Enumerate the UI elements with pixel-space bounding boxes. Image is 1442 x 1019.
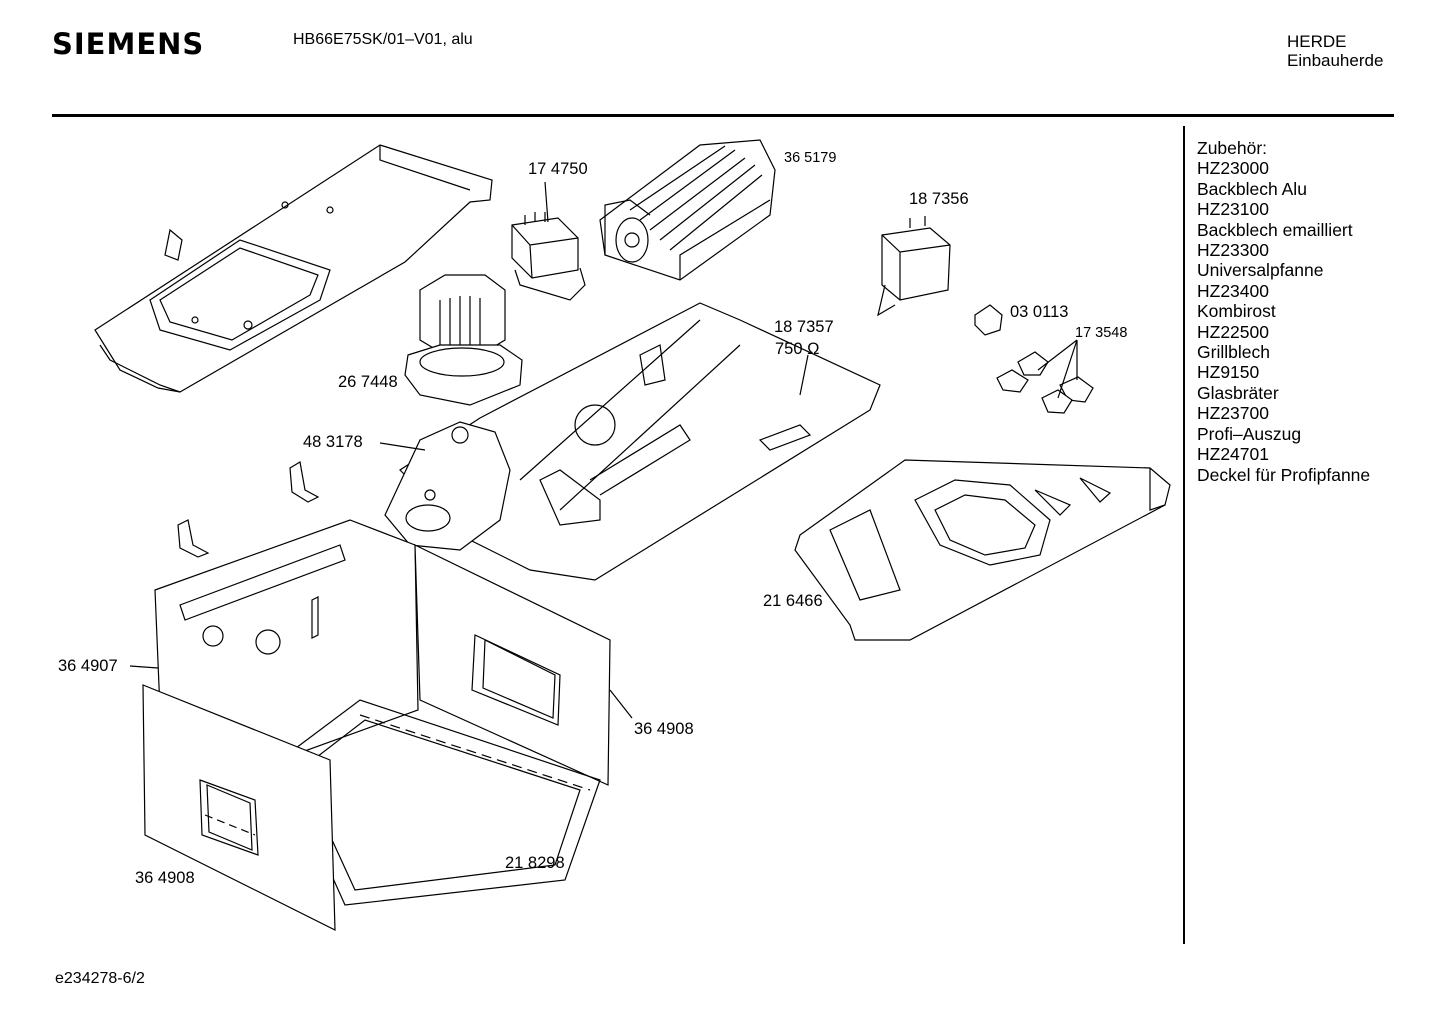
fan-housing-drawing [384,421,511,551]
part-number-216466: 21 6466 [763,592,823,610]
header-divider [52,114,1394,117]
document-id: e234278-6/2 [55,970,145,987]
category-block: HERDE Einbauherde [1287,32,1383,70]
accessory-code: HZ23400 [1197,280,1269,301]
part-number-030113: 03 0113 [1010,303,1069,321]
accessory-code: HZ23700 [1197,403,1269,424]
part-number-173548: 17 3548 [1075,325,1128,341]
accessory-code: HZ23000 [1197,158,1269,179]
switch-parts-drawing [974,304,1094,414]
category-label: HERDE [1287,32,1347,51]
part-number-174750: 17 4750 [528,160,588,178]
accessory-name: Profi–Auszug [1197,423,1302,444]
leader-lines [129,181,809,719]
mounting-frame-drawing [94,144,493,393]
accessory-code: HZ9150 [1197,362,1260,383]
model-number: HB66E75SK/01–V01, alu [293,31,473,48]
accessory-code: HZ22500 [1197,321,1269,342]
sidebar-divider [1183,126,1185,944]
accessory-name: Deckel für Profipfanne [1197,464,1371,485]
thermostat-drawing [877,216,951,317]
part-number-187356: 18 7356 [909,190,969,208]
side-panel-drawing [142,684,336,931]
accessories-title: Zubehör: [1197,138,1268,158]
accessory-code: HZ24701 [1197,444,1269,465]
part-number-218298: 21 8298 [505,854,565,872]
accessory-name: Glasbräter [1197,382,1279,403]
subcategory-label: Einbauherde [1287,51,1384,70]
part-number-267448: 26 7448 [338,373,398,391]
tangential-fan-drawing [599,139,776,281]
part-number-365179: 36 5179 [784,150,837,166]
part-number-364908-left: 36 4908 [135,869,195,887]
brand-logo: SIEMENS [52,27,205,61]
accessory-name: Grillblech [1197,342,1270,363]
motor-drawing [404,274,523,406]
transformer-drawing [511,212,586,301]
part-number-187357: 18 7357 [774,318,834,336]
oven-cavity-drawing [154,519,611,906]
part-number-364907: 36 4907 [58,657,118,675]
bottom-heater-tray-drawing [794,459,1171,641]
part-number-483178: 48 3178 [303,433,363,451]
accessory-name: Backblech Alu [1197,178,1307,199]
accessory-code: HZ23100 [1197,199,1269,220]
part-number-364908-right: 36 4908 [634,720,694,738]
resistor-value: 750 Ω [775,340,820,358]
accessory-name: Universalpfanne [1197,260,1324,281]
accessory-name: Backblech emailliert [1197,219,1353,240]
accessory-code: HZ23300 [1197,240,1269,261]
accessory-name: Kombirost [1197,301,1276,322]
bracket-parts-drawing [177,461,320,558]
accessories-list: Zubehör: HZ23000 Backblech Alu HZ23100 B… [1197,138,1370,485]
